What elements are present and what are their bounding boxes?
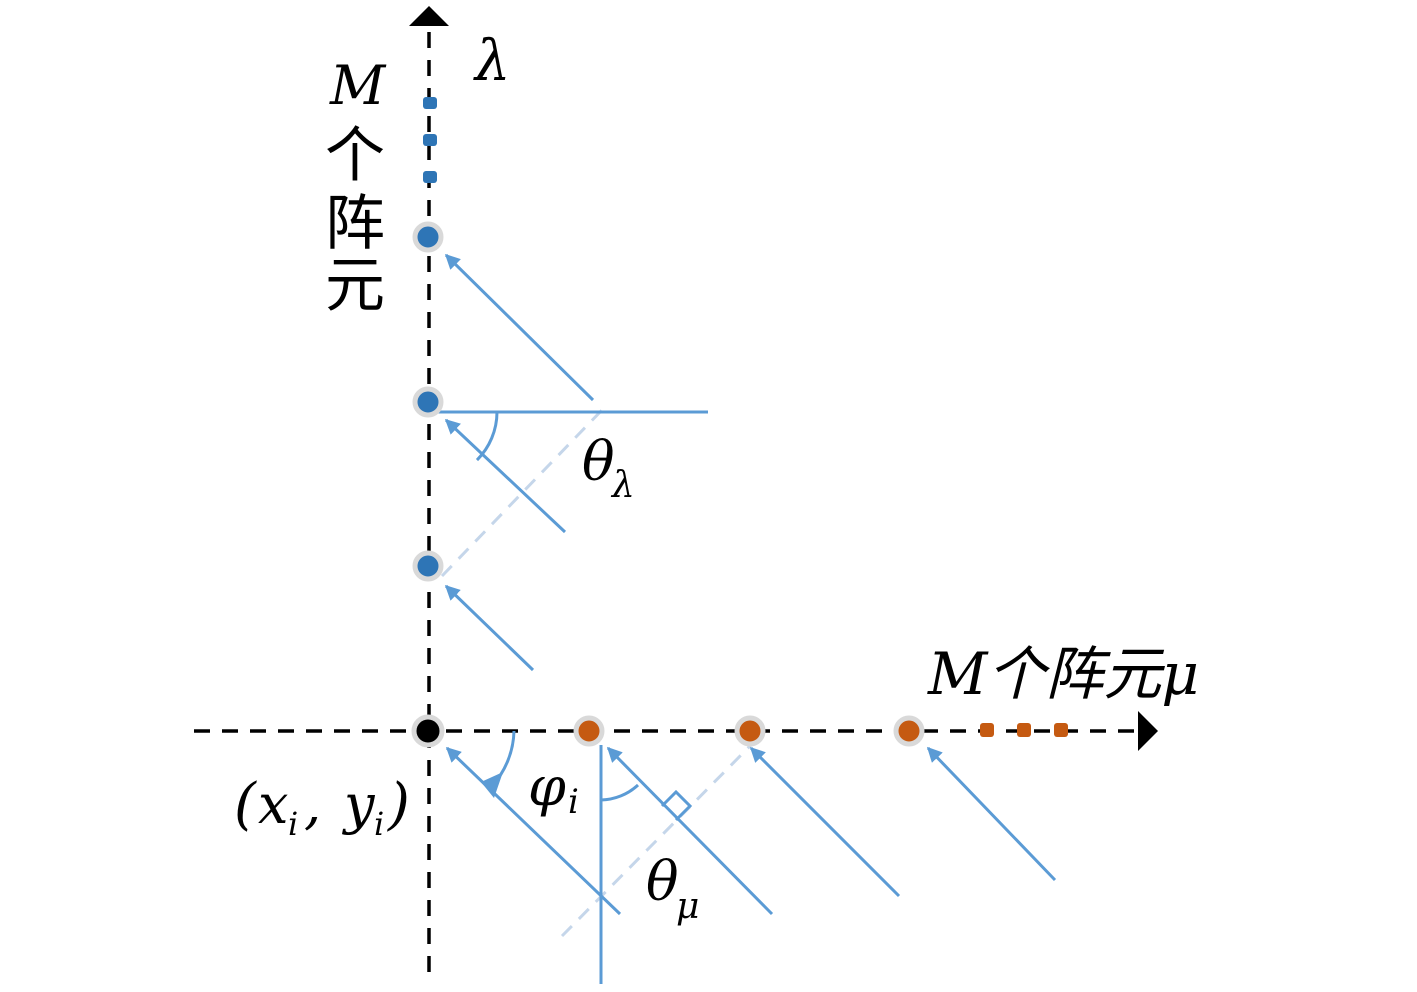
array-element-horizontal: [893, 715, 925, 747]
wavefront-lambda: [440, 408, 604, 578]
wavefront-mu: [560, 742, 754, 938]
origin-coordinate-label: ( x i , y i ): [234, 772, 410, 843]
svg-text:,: ,: [304, 773, 321, 836]
vertical-group-char-1: 个: [325, 121, 385, 191]
vertical-group-char-3: 元: [325, 251, 385, 321]
right-angle-marker-icon: [660, 789, 693, 822]
vertical-axis-label: λ: [473, 29, 511, 94]
horizontal-axis-arrowhead: [1138, 711, 1158, 751]
svg-text:θ: θ: [646, 850, 679, 913]
array-element-vertical: [412, 386, 444, 418]
angle-arc-phi-arrowhead: [481, 772, 503, 798]
phi-label: φ i: [528, 755, 579, 822]
incident-ray: [444, 418, 567, 534]
svg-text:y: y: [342, 773, 376, 836]
angle-arc-theta-lambda: [475, 411, 499, 462]
vertical-ellipsis-icon: [423, 97, 437, 183]
angle-arc-theta-mu: [600, 783, 640, 802]
incident-ray: [444, 584, 535, 672]
svg-text:): ): [387, 772, 410, 837]
array-element-vertical: [412, 221, 444, 253]
horizontal-group-label: M个阵元μ: [927, 640, 1199, 708]
svg-text:θ: θ: [582, 430, 615, 493]
svg-text:λ: λ: [610, 465, 635, 506]
vertical-group-char-2: 阵: [325, 189, 385, 259]
array-element-horizontal: [573, 715, 605, 747]
svg-text:i: i: [374, 805, 384, 843]
origin-element: [411, 714, 445, 748]
svg-text:x: x: [258, 773, 288, 836]
vertical-axis-arrowhead: [409, 6, 449, 26]
svg-text:μ: μ: [676, 886, 699, 927]
horizontal-ellipsis-icon: [980, 723, 1068, 737]
theta-lambda-label: θ λ: [582, 430, 635, 506]
svg-text:i: i: [568, 782, 579, 822]
incident-ray: [445, 746, 622, 916]
svg-text:(: (: [234, 772, 257, 837]
incident-ray: [444, 253, 595, 402]
incident-ray: [606, 746, 774, 916]
incident-ray: [749, 746, 901, 898]
array-element-vertical: [412, 550, 444, 582]
svg-text:φ: φ: [528, 755, 566, 818]
theta-mu-label: θ μ: [646, 850, 699, 927]
vertical-group-count: M: [329, 54, 387, 117]
svg-text:i: i: [288, 805, 298, 843]
incident-ray: [926, 746, 1057, 882]
array-element-horizontal: [734, 715, 766, 747]
